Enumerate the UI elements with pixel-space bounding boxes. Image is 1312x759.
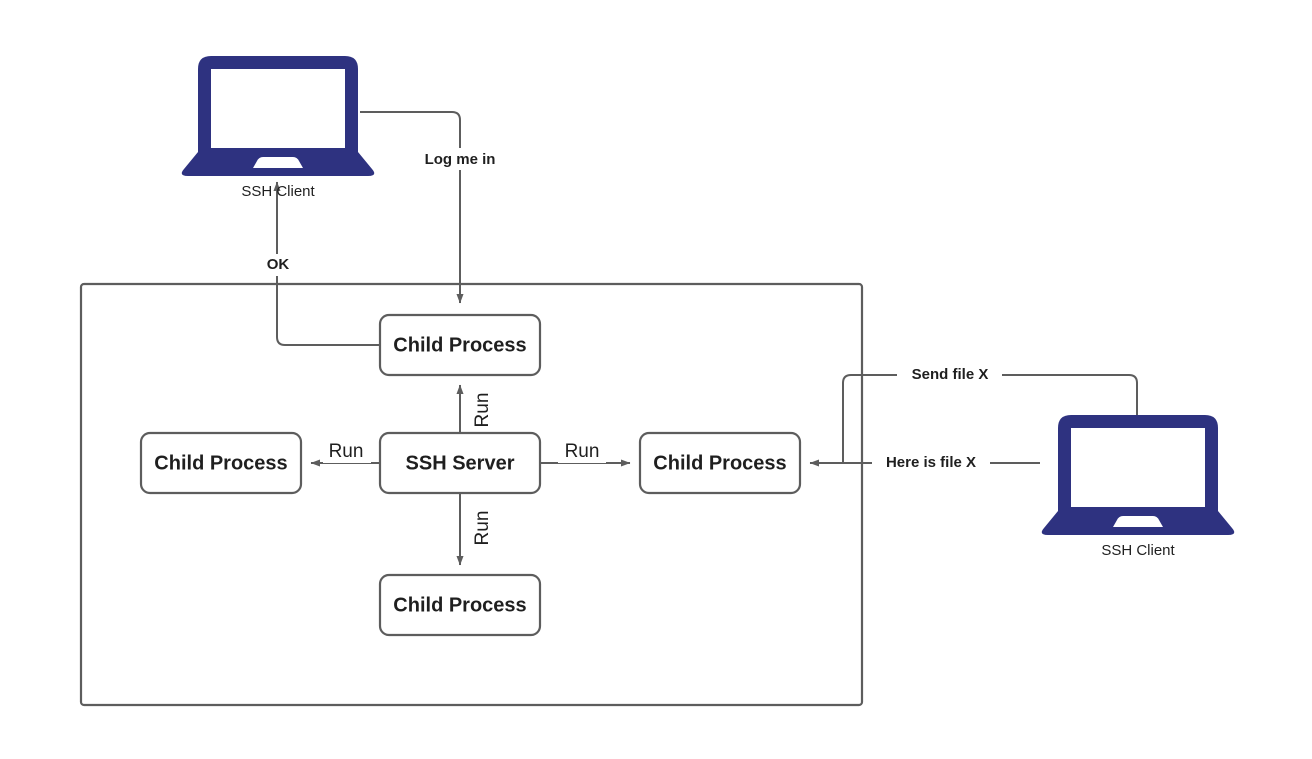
laptop-notch (1113, 516, 1163, 527)
laptop-icon-ssh-client-right[interactable]: SSH Client (1041, 415, 1235, 559)
laptop-notch (253, 157, 303, 168)
laptop-screen (1071, 428, 1205, 507)
edge-log-me-in (360, 111, 464, 304)
label-bg-run-left (323, 441, 371, 463)
label-bg-here-is-file-x (872, 452, 990, 474)
label-bg-ok (262, 254, 294, 276)
edge-ok (273, 181, 380, 346)
edge-label-log-me-in: Log me in (425, 151, 496, 168)
node-label: SSH Server (406, 452, 515, 474)
edge-label-run-right: Run (565, 441, 600, 462)
node-ssh-server[interactable]: SSH Server (378, 431, 542, 495)
label-bg-send-file-x (897, 364, 1002, 386)
label-bg-run-right (558, 441, 606, 463)
device-label: SSH Client (241, 183, 315, 200)
laptop-icon-ssh-client-left[interactable]: SSH Client (181, 56, 375, 200)
node-child-process-right[interactable]: Child Process (638, 431, 802, 495)
edge-label-send-file-x: Send file X (912, 366, 989, 383)
edge-label-ok: OK (267, 256, 290, 273)
laptop-screen (211, 69, 345, 148)
node-child-process-top[interactable]: Child Process (378, 313, 542, 377)
edge-label-run-left: Run (329, 441, 364, 462)
edge-label-run-up: Run (472, 393, 493, 428)
node-label: Child Process (154, 452, 287, 474)
node-child-process-left[interactable]: Child Process (139, 431, 303, 495)
node-box (378, 573, 542, 637)
edge-label-run-down: Run (472, 511, 493, 546)
server-boundary (79, 282, 864, 707)
node-box (139, 431, 303, 495)
node-box (378, 431, 542, 495)
node-box (638, 431, 802, 495)
edge-label-here-is-file-x: Here is file X (886, 454, 976, 471)
label-bg-log-me-in (413, 148, 507, 170)
device-label: SSH Client (1101, 542, 1175, 559)
node-label: Child Process (393, 594, 526, 616)
node-label: Child Process (653, 452, 786, 474)
node-child-process-bottom[interactable]: Child Process (378, 573, 542, 637)
node-label: Child Process (393, 334, 526, 356)
node-box (378, 313, 542, 377)
